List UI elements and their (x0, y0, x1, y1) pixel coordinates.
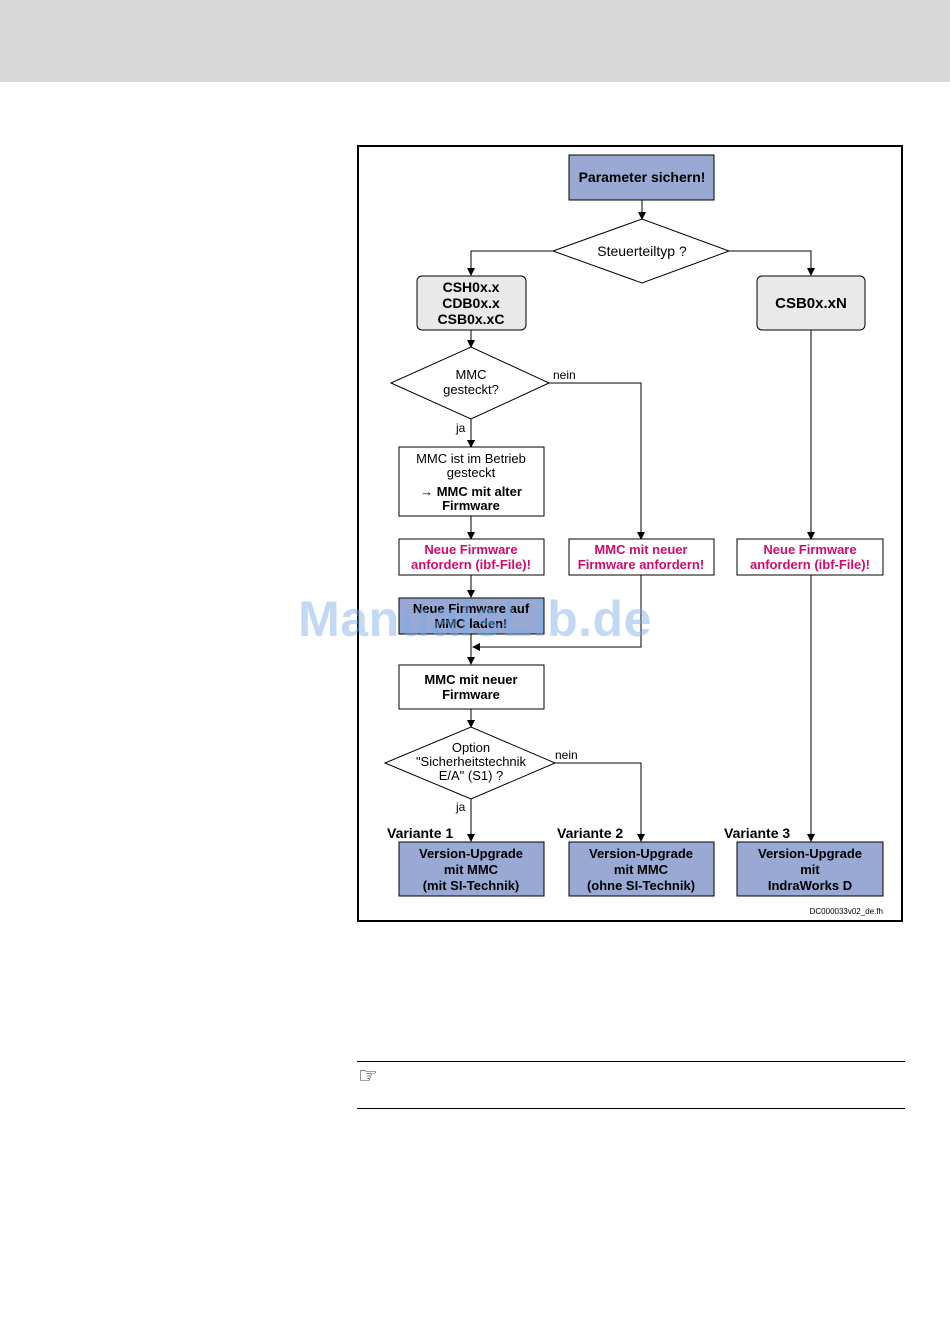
variant2-line-3: (ohne SI-Technik) (587, 878, 695, 893)
arrow-merge-from-middle (472, 575, 642, 651)
mmc-old-firmware-line-1: → MMC mit alter (420, 484, 522, 499)
variant3-line-1: Version-Upgrade (758, 846, 862, 861)
flowchart-diagram: Parameter sichern! Steuerteiltyp ? CSH0x… (383, 154, 884, 916)
type-left-line-2: CDB0x.x (442, 295, 500, 311)
copy-firmware-line-1: Neue Firmware auf (413, 601, 530, 616)
variant1-line-2: mit MMC (444, 862, 499, 877)
type-left-line-1: CSH0x.x (443, 279, 500, 295)
decision-mmc-line-2: gesteckt? (443, 382, 499, 397)
arrow-nein-to-variant2 (555, 762, 645, 842)
decision-option-line-3: E/A" (S1) ? (439, 768, 504, 783)
arrow-to-left-type (467, 250, 553, 276)
connectors (467, 200, 815, 842)
request-firmware-left-line-2: anfordern (ibf-File)! (411, 557, 531, 572)
start-box (568, 154, 715, 201)
type-left-box (416, 275, 527, 331)
decision-option-line-2: "Sicherheitstechnik (416, 754, 527, 769)
request-firmware-right-line-2: anfordern (ibf-File)! (750, 557, 870, 572)
copy-firmware-line-2: MMC laden! (435, 616, 508, 631)
flowchart-frame: Parameter sichern! Steuerteiltyp ? CSH0x… (357, 145, 903, 922)
type-right-box (756, 275, 866, 331)
request-mmc-middle-line-1: MMC mit neuer (594, 542, 687, 557)
decision-mmc-line-1: MMC (455, 367, 486, 382)
variant3-box (736, 841, 884, 897)
request-firmware-left-line-1: Neue Firmware (424, 542, 517, 557)
type-right-label: CSB0x.xN (775, 295, 847, 312)
arrow-nein-to-request-mmc (549, 382, 645, 540)
variant2-box (568, 841, 715, 897)
figure-id: DC000033v02_de.fh (810, 907, 883, 916)
label-nein-option: nein (555, 748, 578, 762)
note-bottom-rule (357, 1108, 905, 1109)
decision-controller-label: Steuerteiltyp ? (597, 243, 687, 259)
mmc-new-firmware-box (398, 664, 545, 710)
page-header-bar (0, 0, 950, 82)
decision-option-diamond (383, 726, 557, 800)
note-top-rule (357, 1061, 905, 1062)
mmc-in-operation-line-2: gesteckt (447, 465, 496, 480)
variant1-title: Variante 1 (387, 825, 453, 841)
label-nein-mmc: nein (553, 368, 576, 382)
label-ja-option: ja (455, 800, 466, 814)
mmc-new-firmware-line-1: MMC mit neuer (424, 672, 517, 687)
variant2-title: Variante 2 (557, 825, 623, 841)
start-label: Parameter sichern! (579, 169, 706, 185)
variant2-line-1: Version-Upgrade (589, 846, 693, 861)
label-ja-mmc: ja (455, 421, 466, 435)
variant3-title: Variante 3 (724, 825, 790, 841)
type-left-line-3: CSB0x.xC (438, 311, 505, 327)
variant3-line-2: mit (800, 862, 820, 877)
request-mmc-middle-box (568, 538, 715, 576)
arrow-to-right-type (729, 250, 815, 276)
variant2-line-2: mit MMC (614, 862, 669, 877)
mmc-new-firmware-line-2: Firmware (442, 687, 500, 702)
variant1-box (398, 841, 545, 897)
copy-firmware-box (398, 597, 545, 635)
mmc-in-operation-line-1: MMC ist im Betrieb (416, 451, 526, 466)
mmc-in-operation-box (398, 446, 545, 517)
decision-mmc-diamond (389, 346, 551, 420)
request-firmware-left-box (398, 538, 545, 576)
variant3-line-3: IndraWorks D (768, 878, 852, 893)
request-firmware-right-line-1: Neue Firmware (763, 542, 856, 557)
pointing-hand-icon: ☞ (358, 1064, 378, 1089)
request-mmc-middle-line-2: Firmware anfordern! (578, 557, 704, 572)
request-firmware-right-box (736, 538, 884, 576)
variant1-line-3: (mit SI-Technik) (423, 878, 520, 893)
decision-controller-diamond (551, 218, 731, 284)
variant1-line-1: Version-Upgrade (419, 846, 523, 861)
decision-option-line-1: Option (452, 740, 490, 755)
mmc-old-firmware-line-2: Firmware (442, 498, 500, 513)
